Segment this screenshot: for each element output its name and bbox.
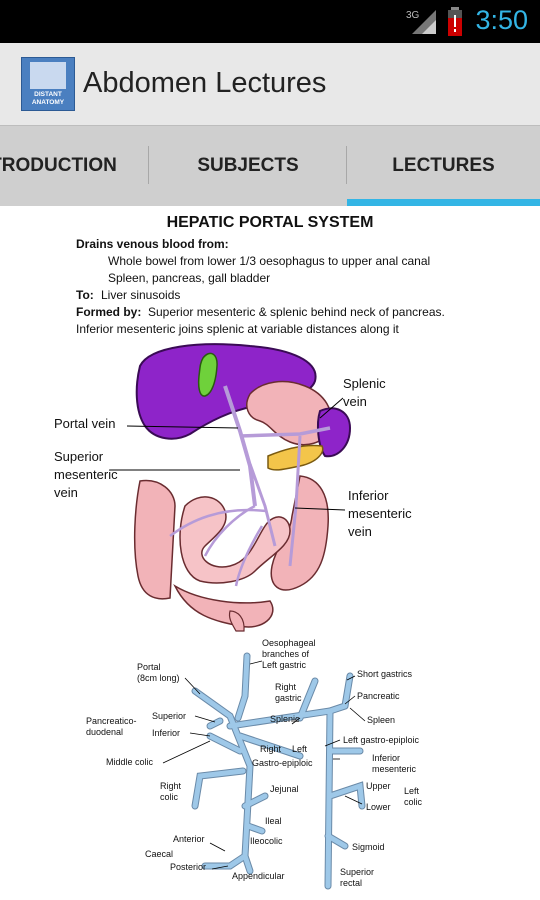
- lecture-content[interactable]: HEPATIC PORTAL SYSTEM Drains venous bloo…: [0, 206, 540, 900]
- to-label: To:: [76, 288, 94, 302]
- label-pancreaticoduodenal: Pancreatico-: [86, 716, 137, 726]
- tab-subjects[interactable]: SUBJECTS: [197, 155, 299, 176]
- label-jejunal: Jejunal: [270, 784, 299, 794]
- formed-text: Superior mesenteric & splenic behind nec…: [148, 305, 445, 319]
- formed-text: Inferior mesenteric joins splenic at var…: [76, 322, 399, 336]
- label-superior-mesenteric-vein: mesenteric: [54, 467, 118, 482]
- label-portal: (8cm long): [137, 673, 180, 683]
- label-oesophageal: Oesophageal: [262, 638, 316, 648]
- app-icon-caption: ANATOMY: [31, 99, 65, 106]
- tab-divider: [346, 146, 347, 184]
- formed-label: Formed by:: [76, 305, 142, 319]
- label-anterior: Anterior: [173, 834, 205, 844]
- tab-lectures[interactable]: LECTURES: [392, 155, 495, 176]
- signal-icon: 3G: [406, 10, 436, 34]
- label-left-gastro-epiploic: Left gastro-epiploic: [343, 735, 420, 745]
- to-text: Liver sinusoids: [101, 288, 181, 302]
- label-right: Right: [260, 744, 282, 754]
- label-superior: Superior: [152, 711, 187, 721]
- label-appendicular: Appendicular: [232, 871, 285, 881]
- label-portal: Portal: [137, 662, 161, 672]
- label-spleen: Spleen: [367, 715, 396, 725]
- label-middle-colic: Middle colic: [106, 757, 154, 767]
- label-pancreaticoduodenal: duodenal: [86, 727, 124, 737]
- label-inferior-mesenteric: mesenteric: [372, 764, 417, 774]
- label-right-colic: colic: [160, 792, 179, 802]
- label-superior-mesenteric-vein: vein: [54, 485, 78, 500]
- label-inferior-mesenteric: Inferior: [372, 753, 401, 763]
- label-lower: Lower: [366, 802, 391, 812]
- label-superior-rectal: rectal: [340, 878, 363, 888]
- label-caecal: Caecal: [145, 849, 174, 859]
- label-inferior-mesenteric-vein: vein: [348, 524, 372, 539]
- action-bar: DISTANT ANATOMY Abdomen Lectures: [0, 43, 540, 125]
- label-sigmoid: Sigmoid: [352, 842, 385, 852]
- network-type: 3G: [406, 10, 420, 21]
- label-splenic: Splenic: [270, 714, 300, 724]
- label-splenic-vein: vein: [343, 394, 367, 409]
- battery-icon: [448, 7, 462, 36]
- tab-bar: INTRODUCTION SUBJECTS LECTURES: [0, 125, 540, 206]
- label-portal-vein: Portal vein: [54, 416, 116, 431]
- label-splenic-vein: Splenic: [343, 376, 386, 391]
- label-superior-mesenteric-vein: Superior: [54, 449, 104, 464]
- label-short-gastrics: Short gastrics: [357, 669, 413, 679]
- label-ileocolic: Ileocolic: [250, 836, 283, 846]
- label-superior-rectal: Superior: [340, 867, 375, 877]
- label-left-colic: Left: [404, 786, 420, 796]
- label-inferior-mesenteric-vein: mesenteric: [348, 506, 412, 521]
- app-icon[interactable]: DISTANT ANATOMY: [21, 57, 75, 111]
- status-bar: 3G 3:50: [0, 0, 540, 43]
- drains-item: Spleen, pancreas, gall bladder: [108, 271, 271, 285]
- label-upper: Upper: [366, 781, 391, 791]
- tab-divider: [148, 146, 149, 184]
- app-icon-picture: [30, 62, 66, 89]
- label-left: Left: [292, 744, 308, 754]
- clock: 3:50: [475, 5, 528, 35]
- portal-venous-tree-diagram: [162, 652, 366, 890]
- label-posterior: Posterior: [170, 862, 207, 872]
- label-oesophageal: Left gastric: [262, 660, 307, 670]
- portal-system-illustration: [110, 343, 352, 632]
- label-left-colic: colic: [404, 797, 423, 807]
- label-oesophageal: branches of: [262, 649, 310, 659]
- app-icon-caption: DISTANT: [34, 91, 62, 98]
- tab-introduction[interactable]: INTRODUCTION: [0, 155, 117, 176]
- drains-label: Drains venous blood from:: [76, 237, 229, 251]
- label-pancreatic: Pancreatic: [357, 691, 400, 701]
- label-right-colic: Right: [160, 781, 182, 791]
- app-title: Abdomen Lectures: [83, 67, 327, 99]
- tab-selected-indicator: [347, 199, 540, 206]
- label-inferior-mesenteric-vein: Inferior: [348, 488, 389, 503]
- label-right-gastric: gastric: [275, 693, 302, 703]
- lecture-heading: HEPATIC PORTAL SYSTEM: [166, 214, 374, 231]
- drains-item: Whole bowel from lower 1/3 oesophagus to…: [108, 254, 431, 268]
- label-inferior: Inferior: [152, 728, 181, 738]
- label-ileal: Ileal: [265, 816, 282, 826]
- label-gastro-epiploic: Gastro-epiploic: [252, 758, 313, 768]
- label-right-gastric: Right: [275, 682, 297, 692]
